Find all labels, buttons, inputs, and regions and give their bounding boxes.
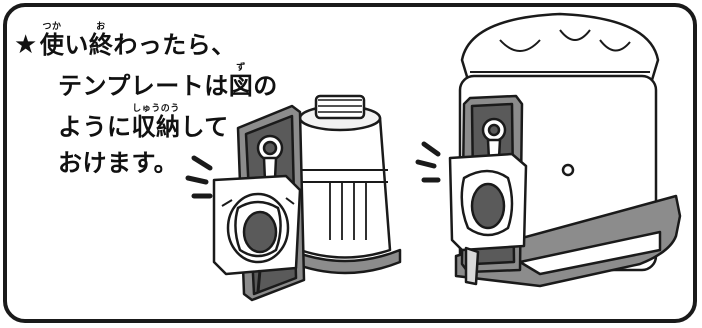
motion-marks-small (185, 155, 213, 199)
large-device (448, 12, 682, 288)
small-device (212, 94, 402, 302)
ruby-word: 収納しゅうのう (131, 104, 181, 141)
instruction-text: ★使つかい終おわったら、 テンプレートは図ずの ように収納しゅうのうして おけま… (14, 22, 278, 181)
ruby-word: 終お (88, 22, 114, 59)
ruby-word: 使つか (39, 22, 65, 59)
instruction-line-2: テンプレートは図ずの (58, 63, 278, 100)
motion-marks-large (415, 141, 441, 183)
ruby-word: 図ず (228, 63, 254, 100)
star-icon: ★ (14, 30, 38, 60)
instruction-line-1: ★使つかい終おわったら、 (14, 22, 236, 60)
instruction-line-4: おけます。 (58, 149, 179, 177)
instruction-line-3: ように収納しゅうのうして (58, 104, 229, 141)
